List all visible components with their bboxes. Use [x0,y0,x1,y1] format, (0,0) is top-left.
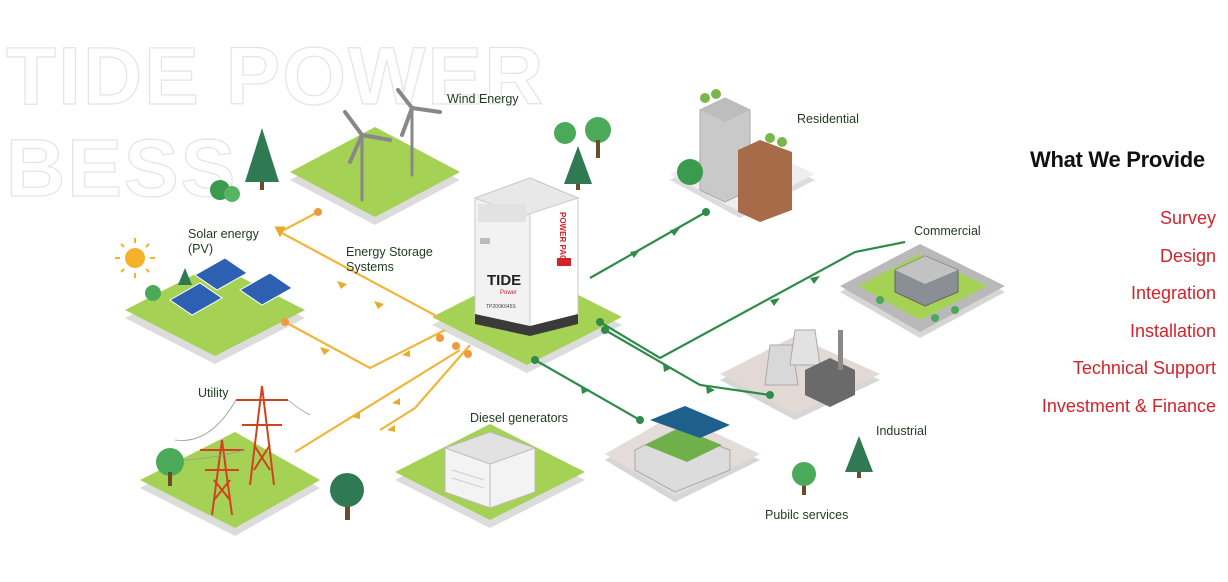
pine-tree-icon [845,436,873,478]
sun-icon [115,238,155,278]
label-diesel-generators: Diesel generators [470,411,568,425]
tree-icon [330,473,364,520]
cabinet-side-text: POWER PACK [558,212,567,267]
power-pylon-icon [236,385,288,486]
tree-icon [210,180,240,202]
output-arrows [581,228,820,394]
watermark-line-2: BESS [5,123,238,214]
commercial-building-icon [876,255,959,322]
provide-item-integration: Integration [1130,283,1216,303]
pine-tree-icon [564,146,592,190]
utility-platform [140,432,320,536]
wind-turbine-icon [343,110,392,202]
label-residential: Residential [797,112,859,126]
wind-turbine-icon [396,88,442,177]
output-dots [531,208,774,424]
provide-item-installation: Installation [1129,320,1216,341]
diesel-generator-icon [443,431,537,509]
power-pylon-icon [200,439,244,516]
tree-icon [145,268,192,301]
storage-cabinet [473,177,580,336]
label-energy-storage: Energy Storage Systems [346,245,433,274]
provide-item-technical-support: Technical Support [1072,358,1216,378]
label-industrial: Industrial [876,424,927,438]
provide-item-survey: Survey [1159,208,1216,228]
wind-platform [290,127,460,225]
label-commercial: Commercial [914,224,981,238]
residential-building-icon [677,89,792,222]
industrial-plant-icon [764,329,855,407]
label-public-services: Pubilc services [765,508,849,522]
input-arrows [320,281,410,432]
label-solar-energy: Solar energy (PV) [188,227,259,256]
watermark-line-1: TIDE POWER [5,31,546,122]
tree-icon [554,117,611,158]
input-lines [274,211,471,453]
cabinet-brand: TIDE [487,272,521,289]
tree-icon [156,448,184,486]
input-dots [281,208,472,358]
label-wind-energy: Wind Energy [447,92,519,106]
solar-panel-icon [169,257,293,316]
cabinet-brand-sub: Power [500,290,517,296]
label-utility: Utility [198,386,229,400]
provide-list: Survey Design Integration Installation T… [1042,206,1216,431]
provide-item-investment-finance: Investment & Finance [1041,395,1216,416]
tree-icon [792,462,816,495]
provide-title: What We Provide [1030,147,1205,172]
provide-item-design: Design [1159,245,1216,266]
stadium-icon [634,406,731,493]
cabinet-model: TP200K645S [486,304,516,310]
pine-tree-icon [245,128,279,190]
